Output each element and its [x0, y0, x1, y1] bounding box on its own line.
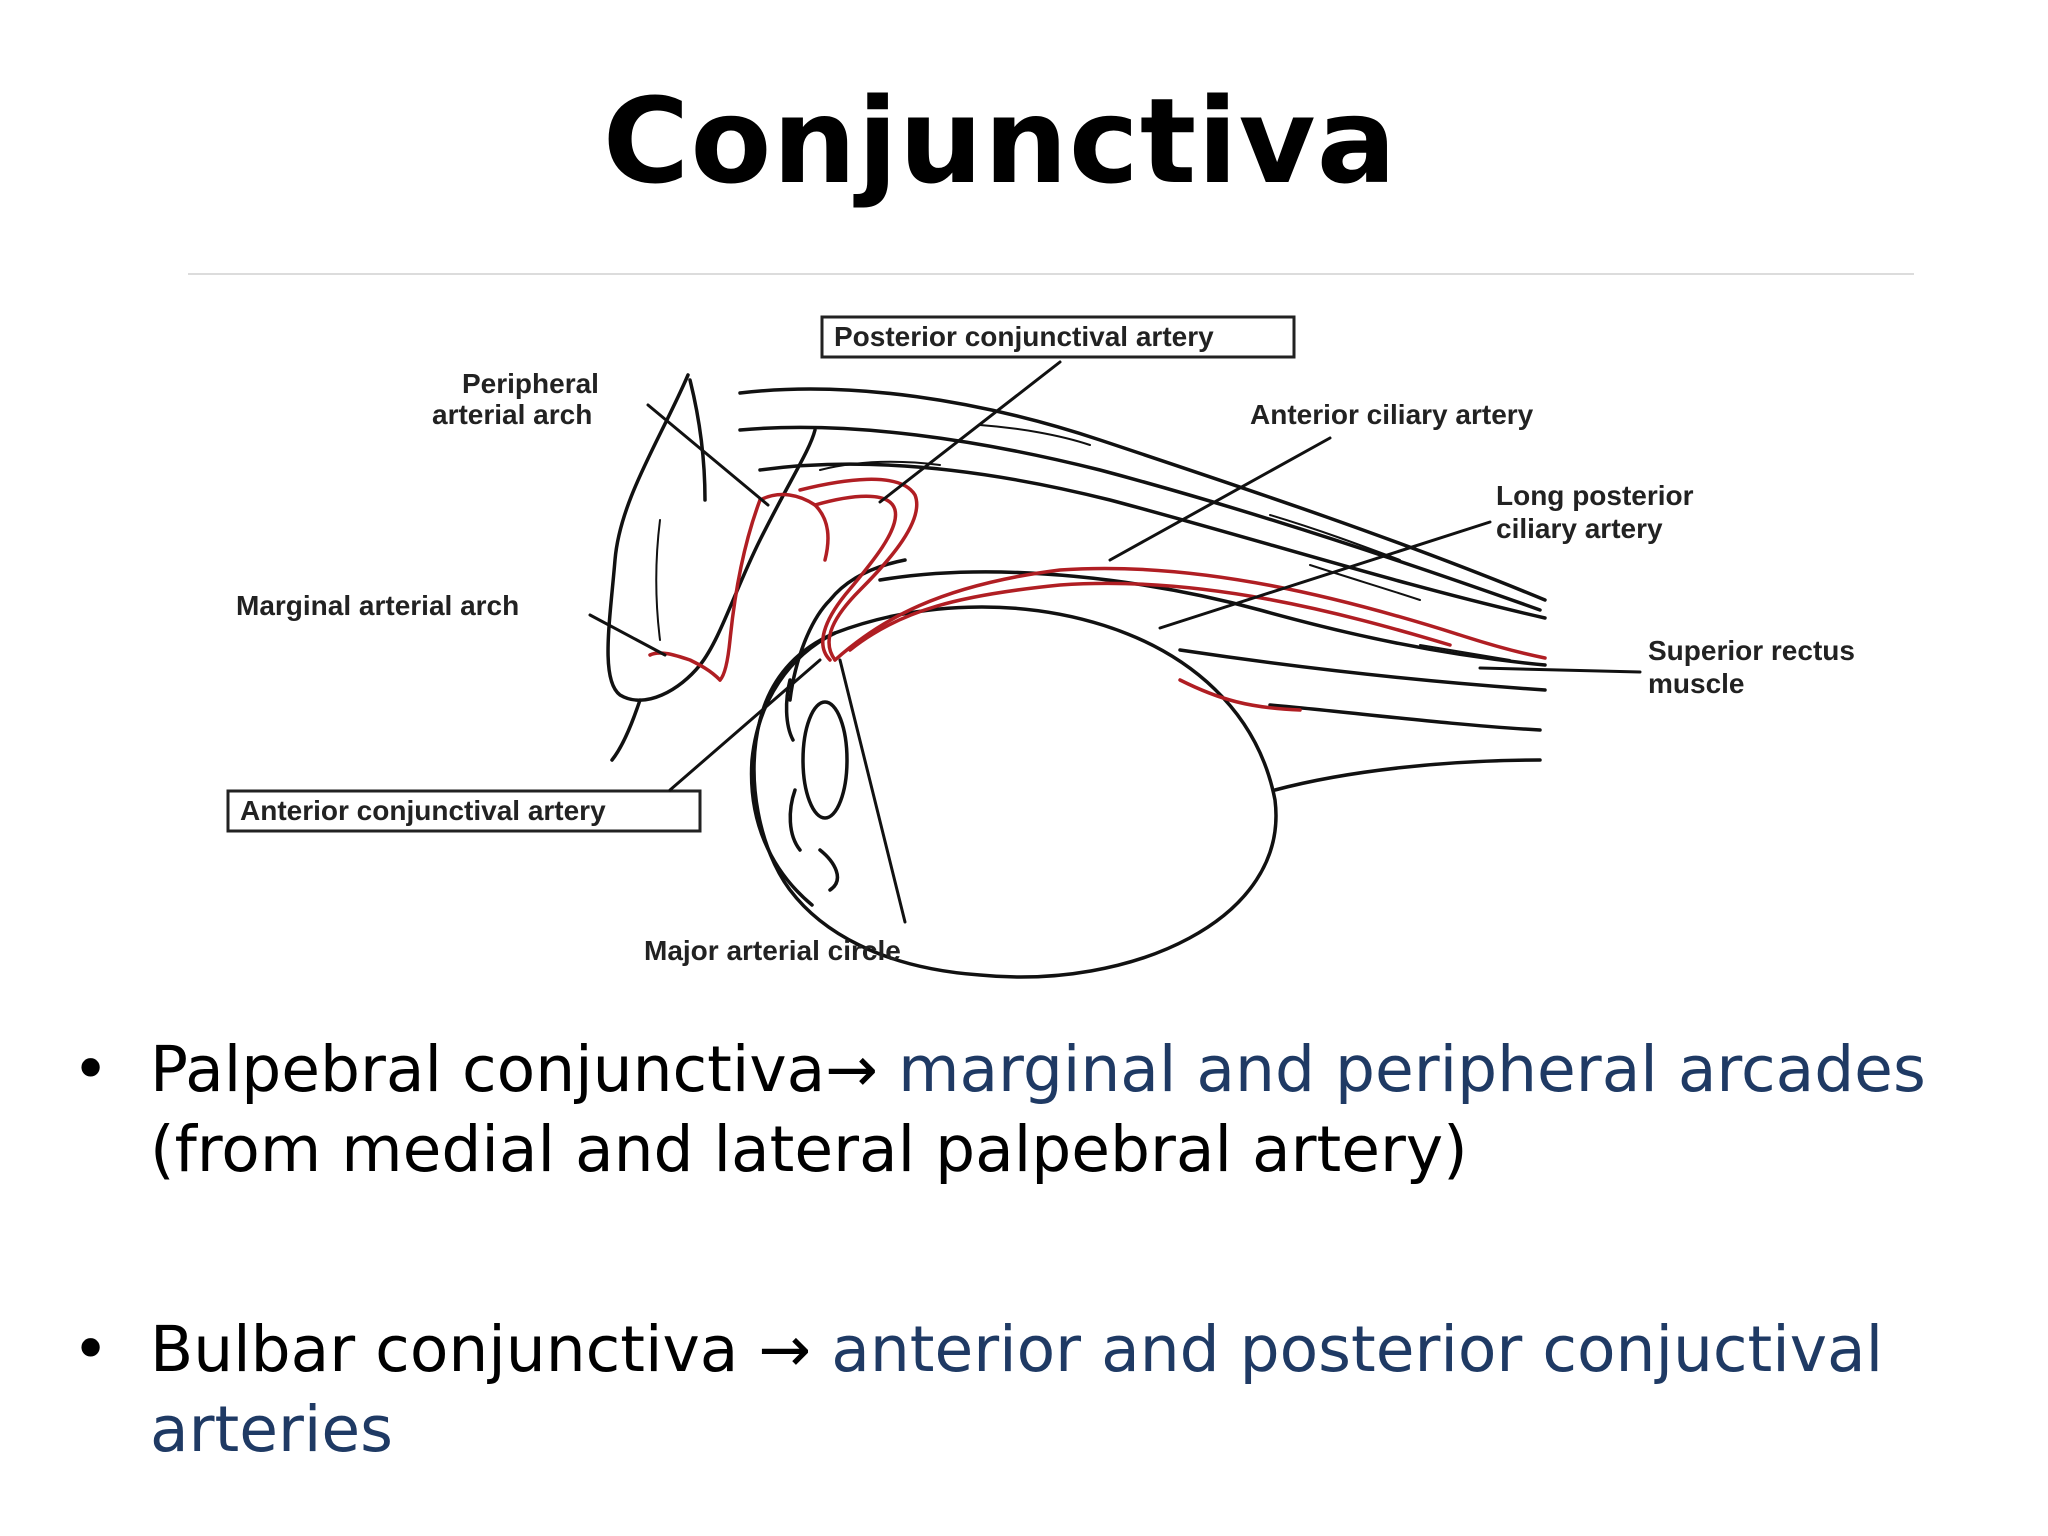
conjunctiva-blood-supply-diagram: Posterior conjunctival artery Peripheral… [226, 315, 1855, 979]
bullet-prefix: Palpebral conjunctiva→ [150, 1033, 899, 1106]
anterior-conjunctival-artery-box [226, 789, 702, 833]
globe-outline [752, 605, 1278, 979]
label-peripheral-arch-1: Peripheral [462, 368, 599, 399]
leader-anterior-ciliary [1108, 436, 1332, 562]
label-superior-rectus-1: Superior rectus [1648, 635, 1855, 666]
superior-rectus [878, 570, 1547, 667]
bullet-palpebral: • Palpebral conjunctiva→ marginal and pe… [72, 1030, 1950, 1190]
iris-lower [788, 788, 802, 852]
posterior-conjunctival-artery-box [820, 315, 1296, 359]
bullet-dot: • [72, 1313, 110, 1386]
bullet-rest: (from medial and lateral palpebral arter… [150, 1113, 1468, 1186]
label-posterior-conjunctival-artery: Posterior conjunctival artery [834, 321, 1214, 352]
leader-superior-rectus [1478, 666, 1642, 674]
leader-peripheral-arch [646, 403, 770, 507]
label-anterior-ciliary-artery: Anterior ciliary artery [1250, 399, 1534, 430]
label-major-arterial-circle: Major arterial circle [644, 935, 901, 966]
leader-major-arterial-circle [838, 658, 907, 924]
lens [801, 700, 849, 820]
label-superior-rectus-2: muscle [1648, 668, 1745, 699]
label-anterior-conjunctival-artery: Anterior conjunctival artery [240, 795, 606, 826]
posterior-conjunctival-loop [798, 477, 919, 662]
leader-long-posterior-ciliary [1158, 520, 1492, 630]
long-posterior-ciliary-artery [833, 566, 1547, 662]
bullet-dot: • [72, 1033, 110, 1106]
title-divider [188, 273, 1914, 275]
bullet-prefix: Bulbar conjunctiva → [150, 1313, 832, 1386]
label-long-posterior-2: ciliary artery [1496, 513, 1663, 544]
bullet-highlight: anterior and posterior conjuctival arter… [150, 1313, 1884, 1466]
slide-title: Conjunctiva [602, 72, 1398, 210]
label-long-posterior-1: Long posterior [1496, 480, 1694, 511]
label-peripheral-arch-2: arterial arch [432, 399, 592, 430]
bullet-bulbar: • Bulbar conjunctiva → anterior and post… [72, 1310, 1950, 1470]
label-marginal-arterial-arch: Marginal arterial arch [236, 590, 519, 621]
bullet-highlight: marginal and peripheral arcades [898, 1033, 1926, 1106]
leader-anterior-conjunctival [668, 658, 822, 792]
leader-marginal-arch [588, 613, 667, 657]
upper-eyelid [606, 373, 817, 702]
marginal-arterial-arch-artery [648, 651, 722, 682]
leader-posterior-conjunctival [878, 360, 1062, 504]
